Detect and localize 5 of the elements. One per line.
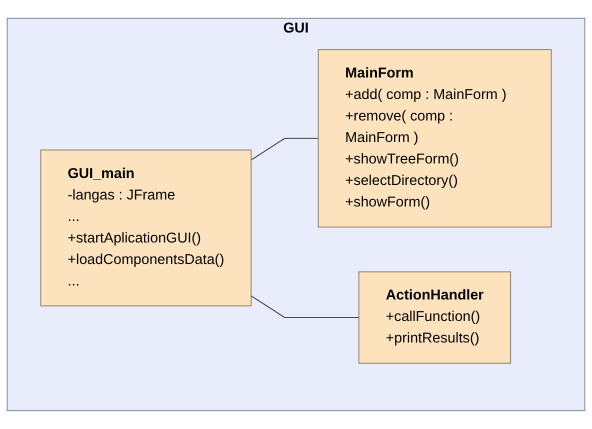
node-box: GUI_main -langas : JFrame ... +startAplicationGUI() +loadComponentsData() ... [40,150,252,306]
node-box: MainForm +add( comp : MainForm ) +remove( comp : MainForm ) +showTreeForm() +selectDirectory() +showForm() [318,49,552,228]
connector [250,295,360,318]
node-box: ActionHandler +callFunction() +printResults() [358,271,512,364]
connector [250,138,319,160]
